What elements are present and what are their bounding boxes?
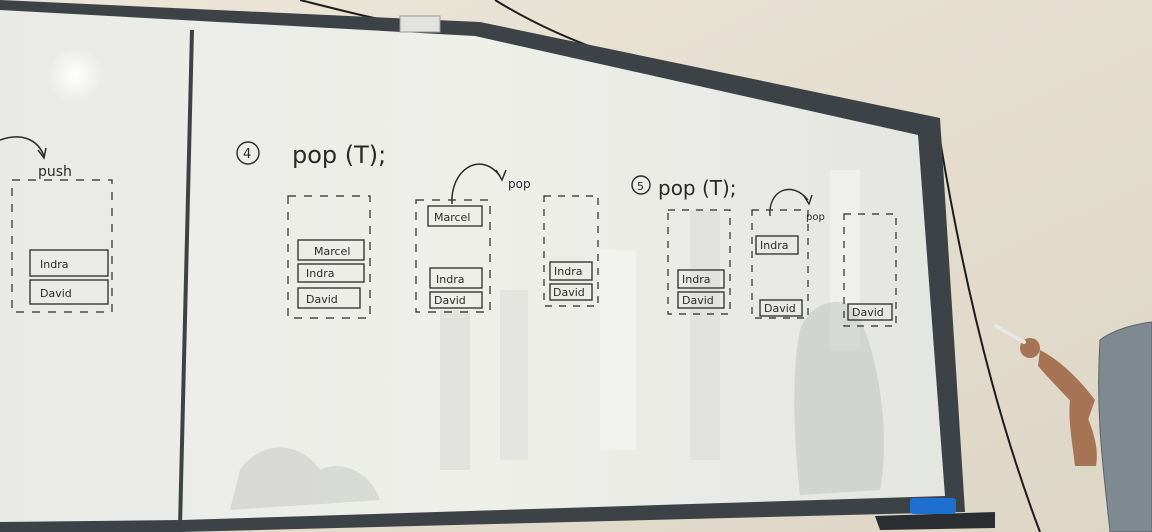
popped-item: Indra [755, 235, 799, 255]
step-5-circle [631, 175, 651, 195]
step-4-pop-label: pop [508, 177, 531, 191]
svg-text:David: David [764, 302, 796, 315]
svg-text:David: David [553, 286, 585, 299]
svg-text:David: David [682, 294, 714, 307]
step-4-call: pop (T); [292, 141, 386, 169]
stack-item: David [429, 291, 483, 309]
window-reflection [440, 170, 860, 470]
pop-arrow [769, 188, 809, 217]
stack-item: Marcel [297, 239, 365, 261]
left-stack-item: David [29, 279, 109, 305]
svg-text:David: David [852, 306, 884, 319]
step-4-stack-after [415, 199, 491, 313]
push-arrow [0, 136, 45, 157]
teacher [994, 321, 1152, 532]
svg-text:Indra: Indra [760, 239, 788, 252]
push-label: push [38, 164, 72, 180]
svg-text:Indra: Indra [554, 265, 582, 278]
svg-text:David: David [306, 293, 338, 306]
popped-item: Marcel [427, 205, 483, 227]
stack-item: David [759, 299, 803, 317]
cable [939, 139, 1041, 532]
step-4-number: 4 [243, 147, 251, 162]
step-5-number: 5 [637, 180, 644, 193]
svg-text:Indra: Indra [682, 273, 710, 286]
step-5-stack-after [751, 209, 809, 319]
step-4-circle [236, 141, 260, 165]
step-4-stack-result [543, 195, 599, 307]
step-5-stack-before [667, 209, 731, 315]
svg-text:Marcel: Marcel [314, 245, 350, 258]
step-4-stack-before [287, 195, 371, 319]
light-glare [47, 47, 103, 103]
svg-text:Indra: Indra [40, 258, 68, 271]
left-stack-item: Indra [29, 249, 109, 277]
board-divider [178, 29, 194, 527]
svg-text:David: David [40, 287, 72, 300]
stack-item: David [549, 283, 593, 301]
stack-item: Indra [429, 267, 483, 289]
pop-arrow [451, 163, 501, 205]
wall-device [399, 15, 441, 33]
stack-item: David [847, 303, 893, 321]
svg-text:David: David [434, 294, 466, 307]
marker-tray [875, 512, 995, 530]
stack-item: Indra [677, 269, 725, 289]
svg-text:Indra: Indra [306, 267, 334, 280]
eraser [910, 498, 956, 514]
svg-text:Indra: Indra [436, 273, 464, 286]
reflection-shadow [794, 301, 884, 495]
left-stack-container [11, 179, 113, 313]
stack-item: David [677, 291, 725, 309]
stack-item: Indra [549, 261, 593, 281]
svg-text:Marcel: Marcel [434, 211, 470, 224]
step-5-stack-result [843, 213, 897, 327]
whiteboard [0, 10, 945, 522]
step-5-pop-label: pop [806, 212, 825, 223]
stack-item: Indra [297, 263, 365, 283]
stack-item: David [297, 287, 361, 309]
step-5-call: pop (T); [658, 176, 737, 200]
reflection-shadow [230, 447, 380, 510]
